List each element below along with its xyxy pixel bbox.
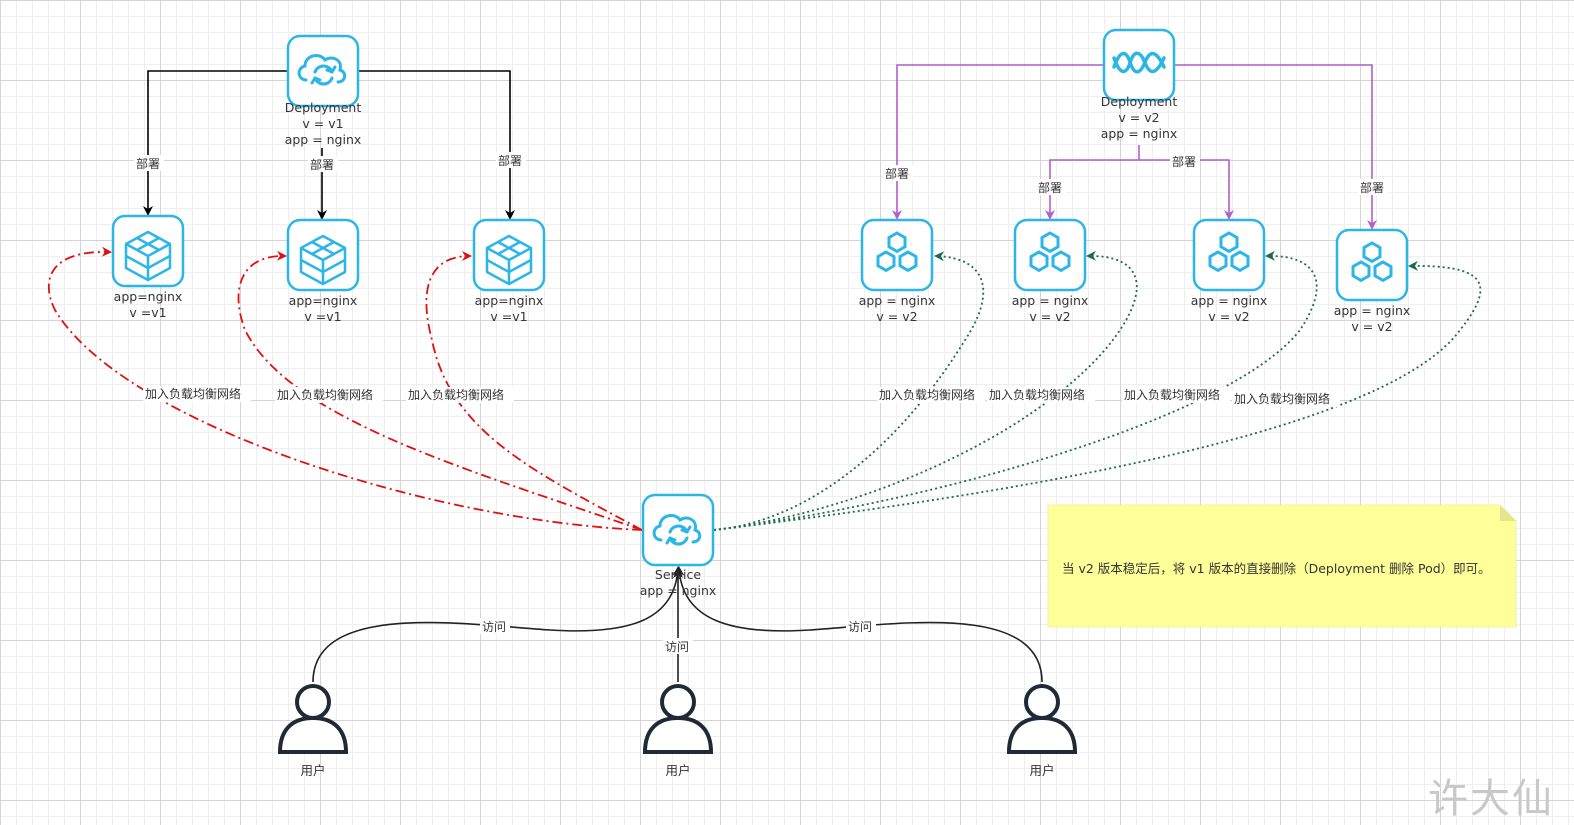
hexagons-icon (1029, 231, 1071, 273)
pod-v2-1[interactable]: app = nginx v = v2 (859, 218, 936, 324)
user-icon (1006, 684, 1078, 754)
deployment-v1-version: v = v1 (302, 116, 343, 131)
edge-label-deploy-v1-1: 部署 (136, 156, 160, 171)
pod-v2-3-version: v = v2 (1208, 309, 1249, 324)
service-node[interactable]: Service app = nginx (640, 493, 717, 598)
user-1-label: 用户 (300, 763, 325, 778)
edge-label-lb-7: 加入负载均衡网络 (1234, 391, 1330, 406)
visit-edges (312, 566, 1043, 683)
edge-label-deploy-v2-2: 部署 (1038, 180, 1062, 195)
pod-v2-4-version: v = v2 (1351, 319, 1392, 334)
watermark: 许大仙 (1428, 776, 1554, 822)
deployment-v2-title: Deployment (1101, 94, 1178, 109)
edge-label-lb-1: 加入负载均衡网络 (145, 386, 241, 401)
box-icon (124, 230, 172, 282)
edge-lb-v2-pod4 (713, 260, 1482, 531)
edge-label-visit-2: 访问 (665, 640, 689, 654)
box-icon (485, 234, 533, 286)
pod-v1-2[interactable]: app=nginx v =v1 (286, 218, 360, 324)
pod-v1-1[interactable]: app=nginx v =v1 (111, 214, 185, 320)
edge-lb-v1-pod3 (425, 251, 643, 531)
edge-visit-user1 (312, 566, 683, 683)
deployment-v1-title: Deployment (285, 100, 362, 115)
edge-labels: 部署 部署 部署 部署 部署 部署 部署 加入负载均衡网络 加入负载均衡网络 加… (134, 152, 1388, 654)
edge-lb-v1-pod1 (47, 246, 643, 531)
pod-v2-1-app: app = nginx (859, 293, 936, 308)
hexagons-icon (876, 231, 918, 273)
pod-v2-3-app: app = nginx (1191, 293, 1268, 308)
edge-label-deploy-v2-4: 部署 (1360, 180, 1384, 195)
user-3-label: 用户 (1029, 763, 1054, 778)
lb-v1-edges (47, 246, 643, 531)
edge-label-deploy-v1-3: 部署 (498, 153, 522, 168)
edge-lb-v2-pod3 (713, 250, 1318, 531)
service-app: app = nginx (640, 583, 717, 598)
edge-label-lb-4: 加入负载均衡网络 (879, 387, 975, 402)
sync-cloud-icon (652, 513, 702, 546)
edge-visit-user3 (674, 566, 1043, 683)
hexagons-icon (1351, 241, 1393, 283)
note-shape[interactable] (1047, 504, 1517, 628)
pod-v2-2-version: v = v2 (1029, 309, 1070, 324)
pod-v1-1-version: v =v1 (129, 305, 166, 320)
edge-label-deploy-v2-3: 部署 (1172, 154, 1196, 169)
pod-v1-2-version: v =v1 (304, 309, 341, 324)
edge-label-deploy-v2-1: 部署 (885, 166, 909, 181)
pod-v2-3[interactable]: app = nginx v = v2 (1191, 218, 1268, 324)
box-icon (299, 234, 347, 286)
edge-label-visit-1: 访问 (482, 620, 506, 634)
user-2-label: 用户 (665, 763, 690, 778)
deployment-v2-version: v = v2 (1118, 110, 1159, 125)
service-title: Service (655, 567, 702, 582)
edge-deploy-v2-pod1 (892, 64, 1104, 220)
note-text: 当 v2 版本稳定后，将 v1 版本的直接删除（Deployment 删除 Po… (1062, 561, 1491, 576)
edge-label-deploy-v1-2: 部署 (310, 157, 334, 172)
deployment-v2-node[interactable]: Deployment v = v2 app = nginx (1101, 28, 1178, 141)
pod-v1-3[interactable]: app=nginx v =v1 (472, 218, 546, 324)
edge-deploy-v2-pod4 (1174, 64, 1377, 230)
pod-v1-3-app: app=nginx (475, 293, 544, 308)
pod-v1-1-app: app=nginx (114, 289, 183, 304)
deployment-v1-node[interactable]: Deployment v = v1 app = nginx (285, 34, 362, 147)
user-icon (642, 684, 714, 754)
edge-label-lb-5: 加入负载均衡网络 (989, 387, 1085, 402)
pod-v1-3-version: v =v1 (490, 309, 527, 324)
edge-lb-v2-pod1 (713, 251, 985, 531)
hexagons-icon (1208, 231, 1250, 273)
pod-v2-2[interactable]: app = nginx v = v2 (1012, 218, 1089, 324)
wave-icon (1112, 51, 1166, 74)
sync-cloud-icon (297, 53, 347, 86)
edge-label-lb-6: 加入负载均衡网络 (1124, 387, 1220, 402)
user-3[interactable]: 用户 (1006, 684, 1078, 778)
pod-v2-4-app: app = nginx (1334, 303, 1411, 318)
lb-v2-edges (713, 250, 1482, 531)
pod-v2-2-app: app = nginx (1012, 293, 1089, 308)
edge-label-lb-3: 加入负载均衡网络 (408, 387, 504, 402)
edge-lb-v2-pod2 (713, 250, 1138, 531)
pod-v2-1-version: v = v2 (876, 309, 917, 324)
edge-deploy-v1-pod3 (358, 70, 515, 220)
pod-v2-4[interactable]: app = nginx v = v2 (1334, 228, 1411, 334)
edge-label-visit-3: 访问 (848, 620, 872, 634)
user-2[interactable]: 用户 (642, 684, 714, 778)
deployment-v2-app: app = nginx (1101, 126, 1178, 141)
deployment-v1-app: app = nginx (285, 132, 362, 147)
edge-label-lb-2: 加入负载均衡网络 (277, 387, 373, 402)
user-1[interactable]: 用户 (277, 684, 349, 778)
edge-deploy-v1-pod1 (143, 70, 288, 216)
pod-v1-2-app: app=nginx (289, 293, 358, 308)
edge-deploy-v2-pod3 (1139, 159, 1234, 220)
user-icon (277, 684, 349, 754)
